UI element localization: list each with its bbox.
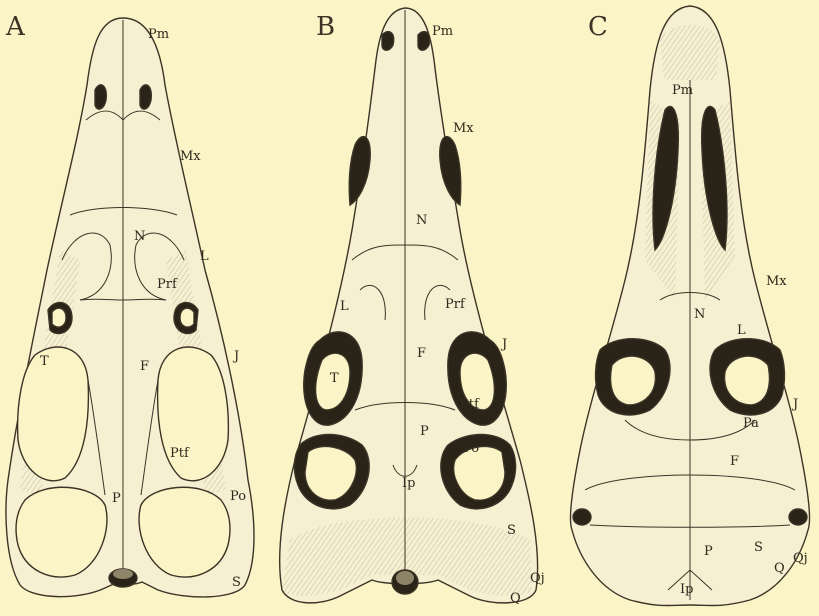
label-b-quadrate: Q	[510, 592, 521, 605]
label-b-nasal: N	[416, 214, 427, 227]
panel-letter-a: A	[6, 14, 25, 40]
label-a-temporal: T	[40, 355, 49, 368]
label-c-maxilla: Mx	[766, 275, 787, 288]
label-c-parietal: P	[704, 545, 713, 558]
skull-c-quadrate-right	[789, 509, 807, 525]
label-c-premaxilla: Pm	[672, 84, 693, 97]
skull-a-drawing	[6, 18, 254, 597]
label-a-parietal: P	[112, 492, 121, 505]
label-b-parietal: P	[420, 425, 429, 438]
skull-b-nares-right	[418, 32, 430, 51]
label-c-parietal-a: Pa	[743, 417, 759, 430]
label-c-nasal: N	[694, 308, 705, 321]
label-b-temporal: T	[330, 372, 339, 385]
label-a-prefrontal: Prf	[157, 278, 177, 291]
skull-a-nares-right	[140, 85, 151, 109]
skull-b-nares-left	[382, 32, 394, 51]
label-a-postfrontal: Ptf	[170, 447, 189, 460]
label-b-jugal: J	[502, 338, 507, 351]
label-c-frontal: F	[730, 455, 739, 468]
skull-a-temporal-fenestra-right	[158, 347, 229, 481]
label-a-maxilla: Mx	[180, 150, 201, 163]
label-b-premaxilla: Pm	[432, 25, 453, 38]
skull-a-temporal-fenestra-left	[18, 347, 89, 481]
skull-a-nares-left	[95, 85, 106, 109]
label-b-lacrimal: L	[340, 300, 349, 313]
label-b-quadratojugal: Qj	[530, 572, 545, 585]
label-c-quadratojugal: Qj	[793, 552, 808, 565]
label-c-jugal: J	[793, 398, 798, 411]
skull-b-drawing	[280, 8, 538, 603]
label-a-squamosal: S	[232, 576, 241, 589]
label-c-interparietal: Ip	[680, 583, 693, 596]
label-a-premaxilla: Pm	[148, 28, 169, 41]
skull-c-quadrate-left	[573, 509, 591, 525]
label-c-lacrimal: L	[737, 324, 746, 337]
skull-b-outline	[280, 8, 538, 603]
label-c-quadrate: Q	[774, 562, 785, 575]
label-a-lacrimal: L	[200, 250, 209, 263]
label-b-interparietal: Ip	[402, 477, 415, 490]
label-b-prefrontal: Prf	[445, 298, 465, 311]
label-a-nasal: N	[134, 230, 145, 243]
label-b-squamosal: S	[507, 524, 516, 537]
panel-letter-b: B	[316, 14, 335, 40]
label-a-jugal: J	[234, 350, 239, 363]
panel-letter-c: C	[588, 14, 608, 40]
label-b-maxilla: Mx	[453, 122, 474, 135]
label-b-postorbital: Po	[463, 442, 479, 455]
label-a-frontal: F	[140, 360, 149, 373]
label-c-squamosal: S	[754, 541, 763, 554]
label-a-postorbital: Po	[230, 490, 246, 503]
label-b-postfrontal: Ptf	[460, 398, 479, 411]
label-b-frontal: F	[417, 347, 426, 360]
